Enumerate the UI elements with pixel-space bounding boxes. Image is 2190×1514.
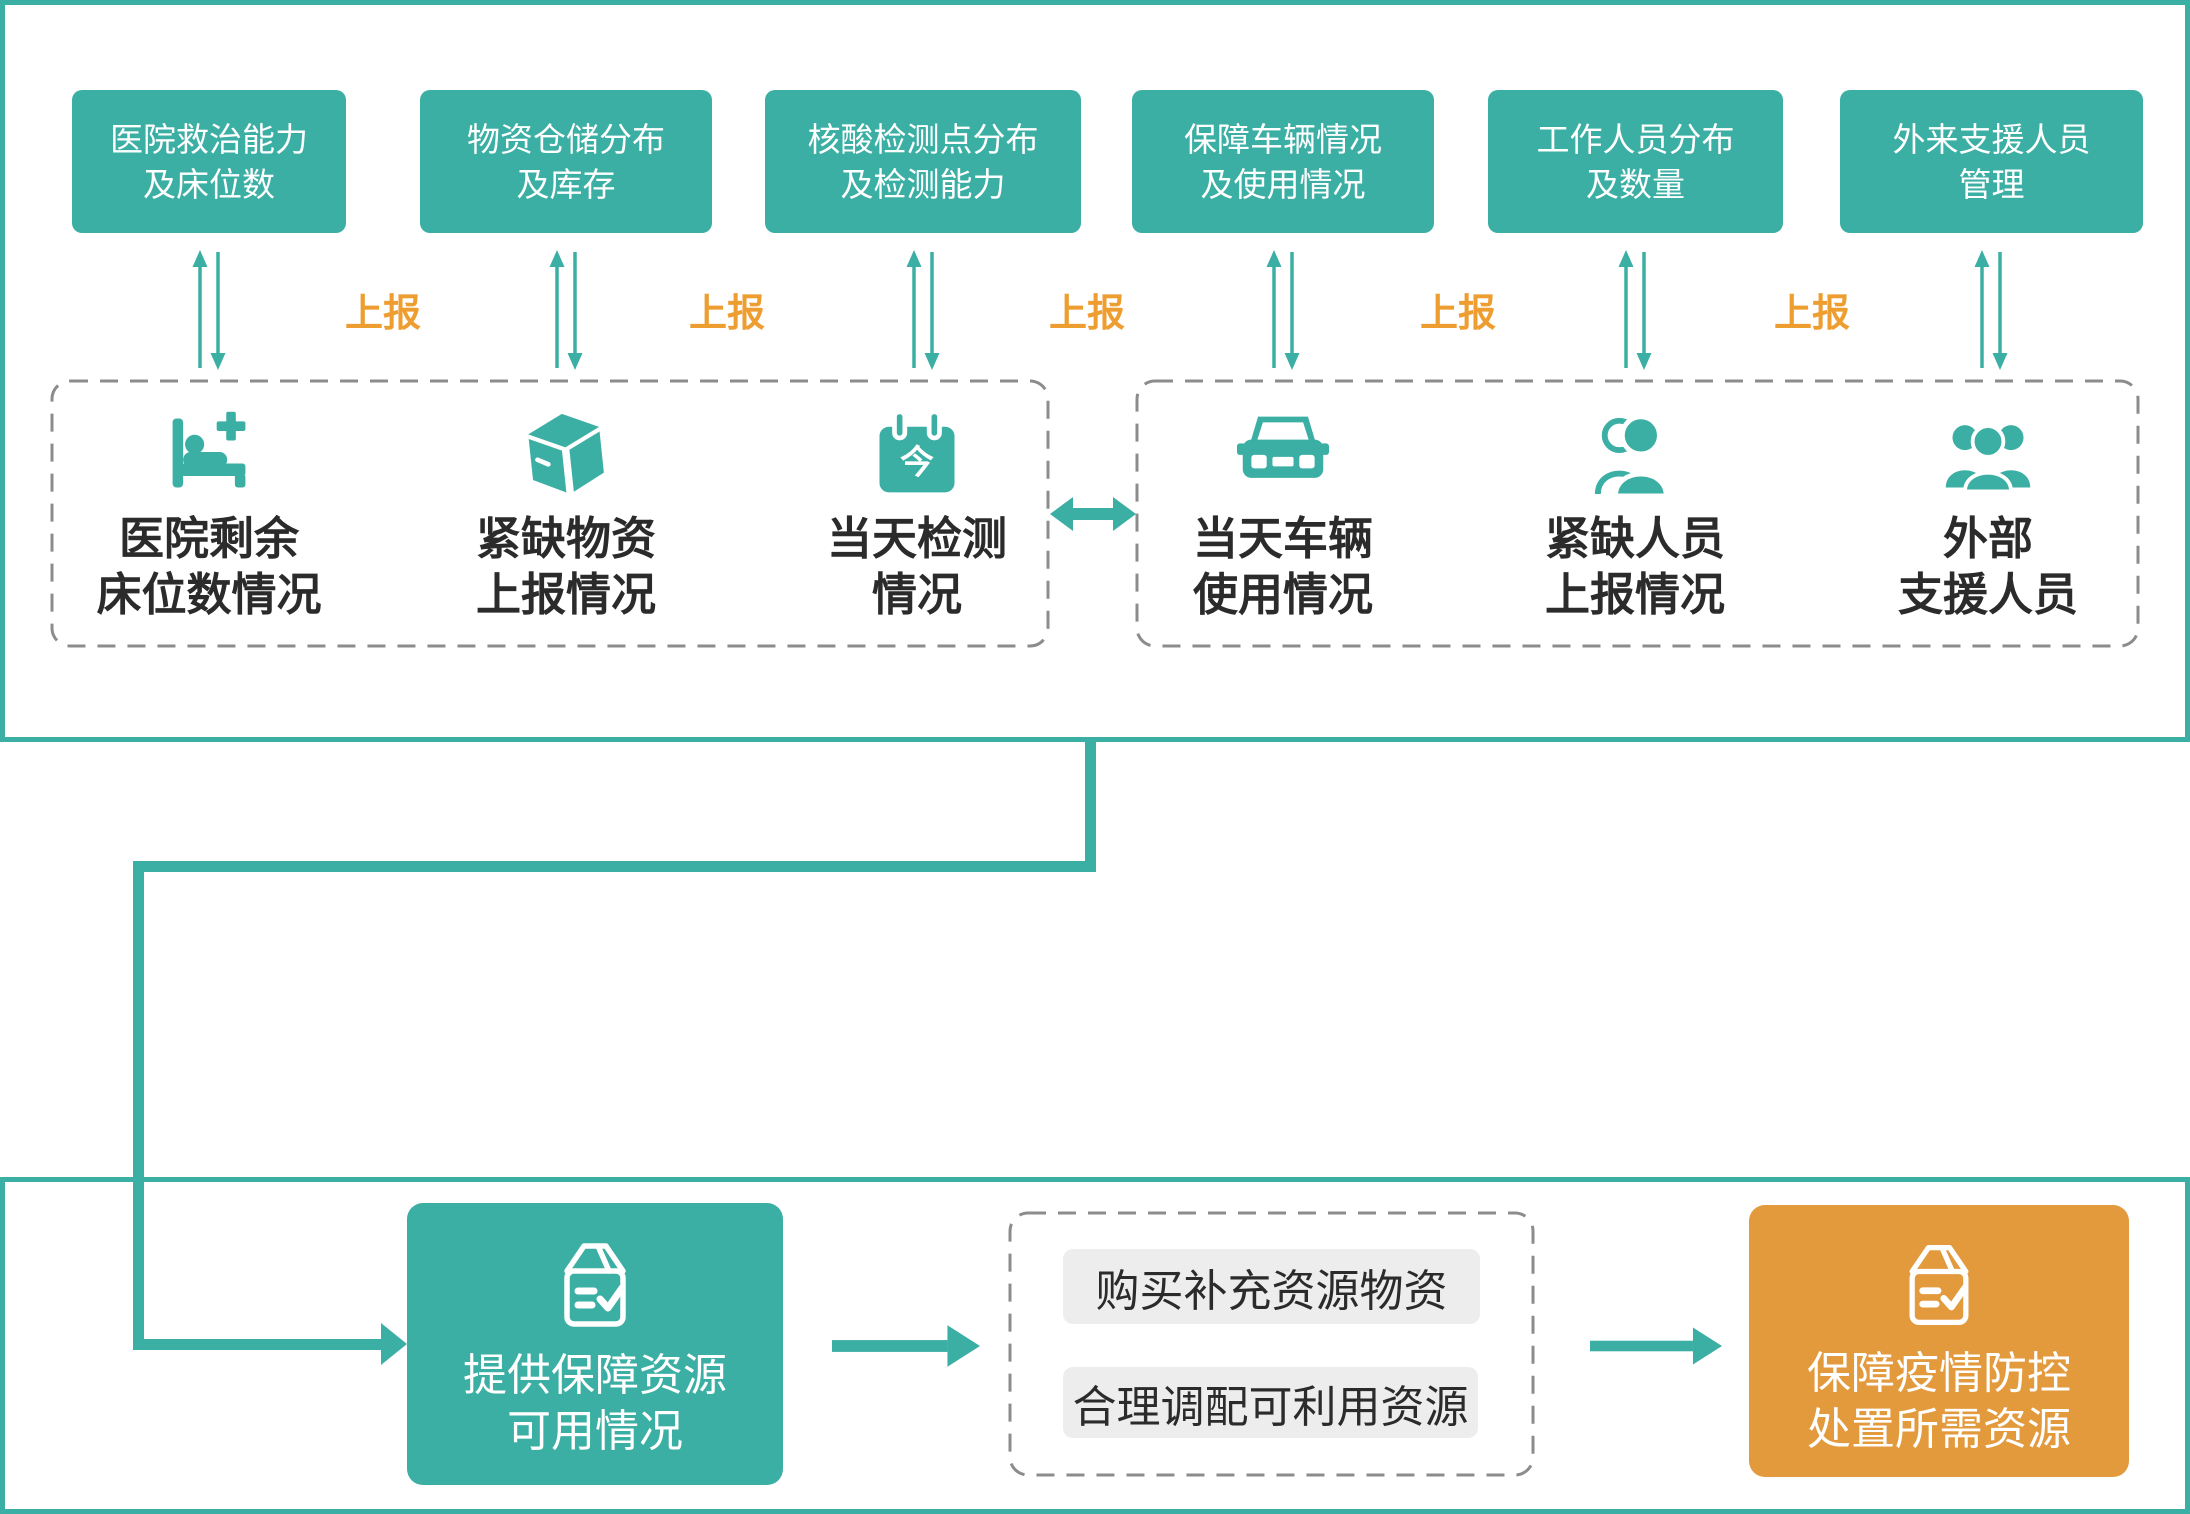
result-resources-box: 保障疫情防控 处置所需资源 [1749,1205,2129,1477]
measure-buy-supplies: 购买补充资源物资 [1063,1249,1480,1324]
updown-arrows-icon [1974,250,2008,370]
summary-item-label: 使用情况 [1192,569,1373,620]
summary-item-label: 上报情况 [1544,569,1725,620]
source-box-label: 物资仓储分布 [467,120,665,158]
flow-arrow-icon [1590,1327,1722,1365]
provide-resources-label: 可用情况 [507,1407,683,1456]
connector-line [133,861,144,1345]
updown-arrows-icon [1618,250,1652,370]
calendar-today-icon: 今 [767,405,1067,501]
right-summary-dashed-frame [1135,379,2140,648]
source-box-vehicles: 保障车辆情况 及使用情况 [1132,90,1434,233]
source-box-label: 及库存 [516,165,616,203]
source-box-label: 及床位数 [143,165,275,203]
provide-resources-box: 提供保障资源 可用情况 [407,1203,783,1485]
connector-line [1085,740,1096,866]
left-summary-dashed-frame [50,379,1050,648]
package-check-icon [1909,1244,1969,1325]
supply-box-icon [416,405,716,501]
summary-item-label: 情况 [871,569,962,620]
summary-item-label: 支援人员 [1897,569,2078,620]
summary-item-today-testing: 今 当天检测 情况 [767,405,1067,623]
vehicle-icon [1133,405,1433,501]
person-icon [1485,405,1785,501]
measure-allocate-resources: 合理调配可利用资源 [1063,1367,1478,1438]
summary-item-label: 上报情况 [475,569,656,620]
calendar-glyph: 今 [900,443,934,482]
exchange-double-arrow-icon [1050,497,1136,531]
summary-item-external-personnel: 外部 支援人员 [1838,405,2138,623]
source-box-label: 保障车辆情况 [1184,120,1382,158]
top-panel-frame [0,0,2190,742]
source-box-label: 及检测能力 [840,165,1006,203]
source-box-label: 核酸检测点分布 [807,120,1039,158]
summary-item-scarce-personnel: 紧缺人员 上报情况 [1485,405,1785,623]
result-resources-label: 保障疫情防控 [1807,1349,2071,1398]
source-box-external-support: 外来支援人员 管理 [1840,90,2143,233]
summary-item-label: 外部 [1942,513,2033,564]
measure-label: 购买补充资源物资 [1095,1266,1448,1316]
source-box-label: 及数量 [1586,165,1685,203]
updown-arrows-icon [906,250,940,370]
flow-arrow-icon [832,1325,980,1367]
package-check-icon [564,1243,626,1327]
source-box-staff: 工作人员分布 及数量 [1488,90,1783,233]
report-label: 上报 [1048,293,1125,335]
summary-item-today-vehicles: 当天车辆 使用情况 [1133,405,1433,623]
report-label: 上报 [1419,293,1496,335]
connector-arrowhead-icon [381,1323,407,1365]
updown-arrows-icon [1266,250,1300,370]
provide-resources-label: 提供保障资源 [463,1351,727,1400]
result-resources-label: 处置所需资源 [1807,1405,2071,1454]
bottom-panel-frame [0,1177,2190,1514]
summary-item-label: 当天车辆 [1192,513,1373,564]
source-box-warehouse-stock: 物资仓储分布 及库存 [420,90,712,233]
updown-arrows-icon [549,250,583,370]
connector-line [133,1339,383,1350]
report-label: 上报 [688,293,765,335]
summary-item-scarce-supplies: 紧缺物资 上报情况 [416,405,716,623]
connector-line [133,861,1096,872]
measures-dashed-frame [1008,1211,1535,1477]
source-box-testing-sites: 核酸检测点分布 及检测能力 [765,90,1081,233]
summary-item-label: 床位数情况 [96,569,322,620]
source-box-label: 管理 [1958,165,2025,203]
updown-arrows-icon [192,250,226,370]
summary-item-label: 紧缺物资 [475,513,656,564]
people-group-icon [1838,405,2138,501]
report-label: 上报 [1773,293,1850,335]
hospital-bed-icon [59,405,359,501]
source-box-label: 医院救治能力 [110,120,308,158]
summary-item-beds: 医院剩余 床位数情况 [59,405,359,623]
source-box-hospital-capacity: 医院救治能力 及床位数 [72,90,346,233]
source-box-label: 外来支援人员 [1892,120,2091,158]
summary-item-label: 当天检测 [826,513,1007,564]
measure-label: 合理调配可利用资源 [1072,1382,1469,1432]
source-box-label: 及使用情况 [1200,165,1366,203]
report-label: 上报 [344,293,421,335]
source-box-label: 工作人员分布 [1536,120,1735,158]
summary-item-label: 紧缺人员 [1544,513,1725,564]
summary-item-label: 医院剩余 [118,513,299,564]
